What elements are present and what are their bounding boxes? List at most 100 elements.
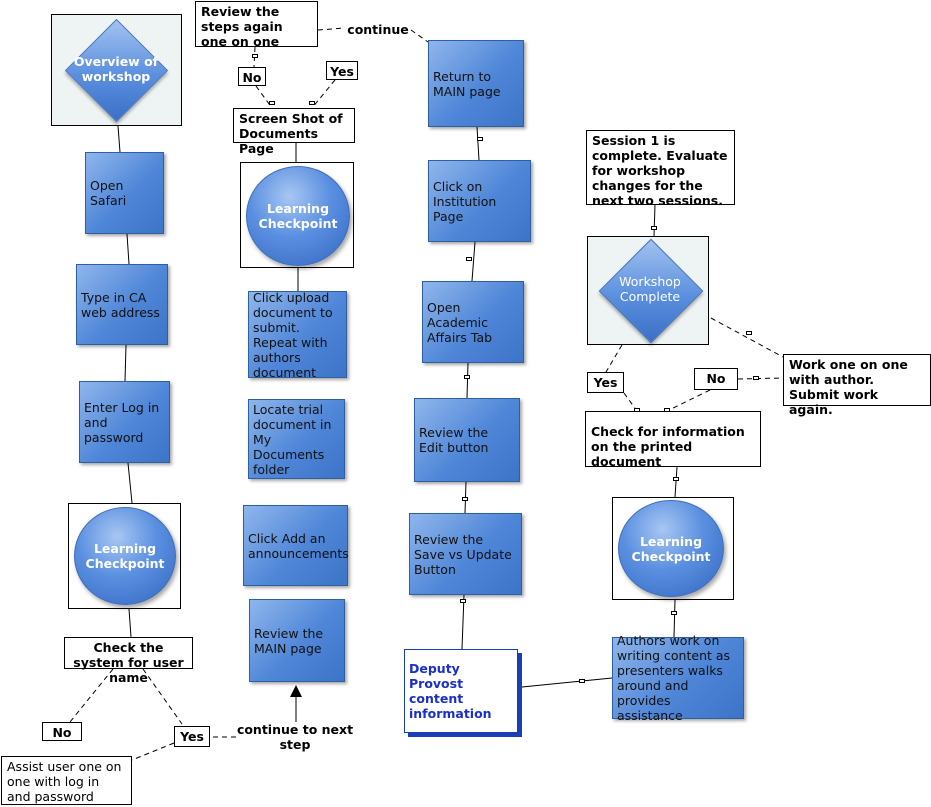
connector-handle[interactable] <box>462 497 468 501</box>
learning-checkpoint-1[interactable]: Learning Checkpoint <box>74 507 176 605</box>
review-edit-label: Review the Edit button <box>419 425 489 455</box>
yes-text-1: Yes <box>180 729 204 744</box>
no-label-2: No <box>238 67 266 86</box>
connector-handle[interactable] <box>651 226 657 230</box>
dashed-connector <box>311 79 336 109</box>
dashed-connector <box>69 668 114 723</box>
dashed-connector <box>142 668 183 725</box>
review-edit-box[interactable]: Review the Edit button <box>414 398 520 482</box>
dashed-connector <box>131 742 175 761</box>
yes-text-4: Yes <box>593 375 618 390</box>
click-institution-label: Click on Institution Page <box>433 178 497 224</box>
continue-next-step-label: continue to next step <box>236 722 354 752</box>
screenshot-docs-box[interactable]: Screen Shot of Documents Page <box>233 108 355 156</box>
no-text-2: No <box>242 70 262 85</box>
connector <box>124 344 127 382</box>
return-main-box[interactable]: Return to MAIN page <box>428 40 524 127</box>
dashed-connector <box>737 377 784 380</box>
no-text-1: No <box>52 725 72 740</box>
work-one-on-one-box[interactable]: Work one on one with author. Submit work… <box>783 354 931 417</box>
review-main-box[interactable]: Review the MAIN page <box>249 599 345 682</box>
connector <box>461 594 465 650</box>
click-upload-box[interactable]: Click upload document to submit. Repeat … <box>248 289 347 380</box>
connector-handle[interactable] <box>579 679 585 683</box>
type-ca-address-box[interactable]: Type in CA web address <box>76 264 168 345</box>
assist-user-label: Assist user one on one with log in and p… <box>7 759 122 804</box>
connector <box>476 126 480 161</box>
authors-work-box[interactable]: Authors work on writing content as prese… <box>612 633 744 723</box>
checkpoint-label-1: Learning Checkpoint <box>85 541 165 571</box>
dashed-connector <box>666 389 711 412</box>
type-ca-address-label: Type in CA web address <box>81 289 160 320</box>
connector <box>466 362 469 399</box>
connector <box>673 599 676 638</box>
yes-label-1: Yes <box>174 726 210 747</box>
workshop-complete-label: Workshop Complete <box>619 274 681 304</box>
yes-label-2: Yes <box>326 61 358 80</box>
connector <box>653 204 656 237</box>
check-system-box[interactable]: Check the system for user name <box>64 637 193 685</box>
click-institution-box[interactable]: Click on Institution Page <box>428 160 531 242</box>
work-one-on-one-label: Work one on one with author. Submit work… <box>789 357 908 417</box>
dashed-connector <box>605 344 623 373</box>
review-steps-label: Review the steps again one on one <box>201 4 283 49</box>
learning-checkpoint-3[interactable]: Learning Checkpoint <box>618 500 724 597</box>
open-safari-box[interactable]: Open Safari <box>85 152 164 234</box>
learning-checkpoint-2[interactable]: Learning Checkpoint <box>246 166 350 266</box>
overview-label: Overview of workshop <box>73 54 159 84</box>
review-save-label: Review the Save vs Update Button <box>414 531 512 577</box>
connector-handle[interactable] <box>753 376 759 380</box>
no-label-1: No <box>42 722 82 741</box>
check-info-box[interactable]: Check for information on the printed doc… <box>585 411 761 469</box>
click-upload-label: Click upload document to submit. Repeat … <box>253 289 333 380</box>
connector-handle[interactable] <box>673 477 679 481</box>
click-add-label: Click Add an announcements <box>248 530 349 561</box>
open-academic-label: Open Academic Affairs Tab <box>427 299 493 345</box>
locate-trial-box[interactable]: Locate trial document in My Documents fo… <box>248 399 345 479</box>
enter-login-box[interactable]: Enter Log in and password <box>79 381 170 463</box>
assist-user-box[interactable]: Assist user one on one with log in and p… <box>1 756 132 805</box>
review-main-label: Review the MAIN page <box>254 625 324 656</box>
open-academic-box[interactable]: Open Academic Affairs Tab <box>422 281 524 363</box>
authors-work-label: Authors work on writing content as prese… <box>617 633 731 723</box>
review-save-box[interactable]: Review the Save vs Update Button <box>409 513 522 595</box>
connector <box>521 677 613 688</box>
connector-handle[interactable] <box>252 54 258 58</box>
session-complete-box[interactable]: Session 1 is complete. Evaluate for work… <box>586 130 735 208</box>
connector <box>117 125 121 153</box>
continue-label: continue <box>346 22 410 37</box>
yes-label-4: Yes <box>587 372 624 393</box>
check-info-label: Check for information on the printed doc… <box>591 424 745 469</box>
connector-handle[interactable] <box>269 101 275 105</box>
connector-handle[interactable] <box>746 331 752 335</box>
session-complete-label: Session 1 is complete. Evaluate for work… <box>592 133 728 208</box>
connector <box>127 462 133 504</box>
checkpoint-label-2: Learning Checkpoint <box>258 201 338 231</box>
open-safari-label: Open Safari <box>90 178 127 208</box>
connector <box>471 241 476 282</box>
no-label-4: No <box>694 368 738 390</box>
connector-handle[interactable] <box>466 257 472 261</box>
no-text-4: No <box>706 371 726 386</box>
connector <box>126 233 130 265</box>
click-add-box[interactable]: Click Add an announcements <box>243 505 349 586</box>
connector-handle[interactable] <box>671 611 677 615</box>
deputy-provost-label: Deputy Provost content information <box>409 661 492 721</box>
connector-handle[interactable] <box>460 599 466 603</box>
checkpoint-label-3: Learning Checkpoint <box>631 533 711 564</box>
connector <box>674 466 678 498</box>
check-system-label: Check the system for user name <box>73 640 184 685</box>
connector-handle[interactable] <box>477 137 483 141</box>
connector <box>128 608 132 638</box>
yes-text-2: Yes <box>330 64 354 79</box>
deputy-provost-box[interactable]: Deputy Provost content information <box>404 649 518 733</box>
connector-handle[interactable] <box>464 375 470 379</box>
dashed-connector <box>317 27 346 31</box>
dashed-connector <box>410 29 429 43</box>
enter-login-label: Enter Log in and password <box>84 399 160 445</box>
connector-handle[interactable] <box>309 101 315 105</box>
screenshot-docs-label: Screen Shot of Documents Page <box>239 111 343 156</box>
review-steps-box[interactable]: Review the steps again one on one <box>195 1 318 49</box>
